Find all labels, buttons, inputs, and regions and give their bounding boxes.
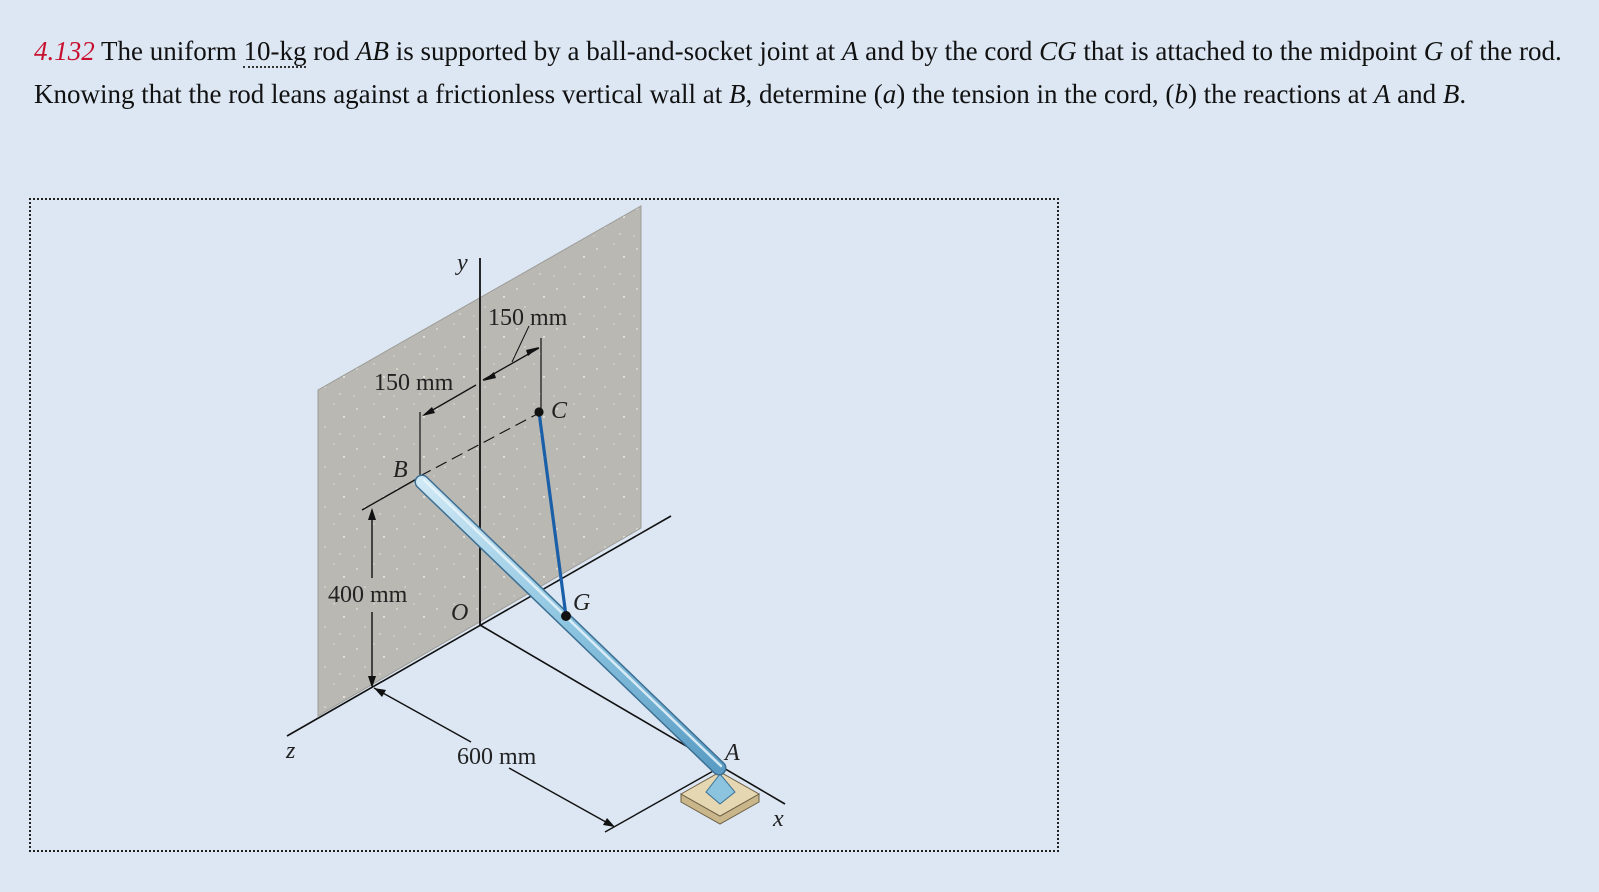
text-rod-ab: AB bbox=[355, 36, 389, 66]
dim-150-left-label: 150 mm bbox=[374, 370, 454, 396]
figure-frame: 400 mm 600 mm 150 mm 150 mm bbox=[29, 198, 1059, 852]
text-segment: . bbox=[1459, 79, 1467, 109]
text-point-b2: B bbox=[1442, 79, 1460, 109]
socket bbox=[705, 773, 736, 805]
dim-600-line-upper bbox=[373, 687, 472, 743]
dim-600-ext bbox=[604, 769, 716, 833]
text-segment: that is attached to the midpoint bbox=[1076, 36, 1424, 66]
text-segment: and bbox=[1390, 79, 1443, 109]
dim-600-line-lower bbox=[508, 767, 614, 827]
statics-figure: 400 mm 600 mm 150 mm 150 mm bbox=[285, 205, 786, 833]
point-c bbox=[534, 407, 544, 417]
text-segment: ) the reactions at bbox=[1187, 79, 1374, 109]
dim-400-arrow-top bbox=[368, 508, 376, 520]
label-b: B bbox=[393, 457, 408, 483]
text-segment: of the rod. Knowing that the rod leans a… bbox=[34, 36, 1562, 109]
text-cord-cg: CG bbox=[1039, 36, 1077, 66]
label-o: O bbox=[451, 600, 468, 626]
text-segment: rod bbox=[306, 36, 356, 66]
dim-150-top-label: 150 mm bbox=[488, 305, 568, 331]
text-segment: The uniform bbox=[101, 36, 244, 66]
rod-ab-highlight bbox=[422, 478, 723, 768]
text-segment: and by the cord bbox=[858, 36, 1040, 66]
dim-150-top-arrow-left bbox=[483, 372, 496, 381]
text-segment: , determine ( bbox=[745, 79, 883, 109]
text-point-b: B bbox=[729, 79, 746, 109]
dim-400-arrow-bottom bbox=[368, 676, 376, 688]
dim-400-ext-top bbox=[361, 476, 421, 511]
label-y: y bbox=[455, 250, 468, 276]
text-part-a: a bbox=[882, 79, 897, 109]
dim-600-arrow-right bbox=[603, 818, 615, 827]
label-z: z bbox=[285, 738, 296, 764]
problem-number: 4.132 bbox=[34, 36, 95, 66]
label-a: A bbox=[723, 740, 740, 766]
dim-600-label: 600 mm bbox=[457, 744, 537, 770]
text-point-a: A bbox=[841, 36, 859, 66]
point-g bbox=[561, 611, 571, 621]
dim-400-label: 400 mm bbox=[328, 582, 408, 608]
text-segment: is supported by a ball-and-socket joint … bbox=[388, 36, 842, 66]
text-point-a2: A bbox=[1373, 79, 1391, 109]
dim-150-top-arrow-right bbox=[526, 347, 539, 356]
problem-statement: 4.132 The uniform 10-kg rod AB is suppor… bbox=[34, 30, 1564, 116]
dim-150-top-leader bbox=[511, 325, 530, 363]
x-axis bbox=[479, 624, 786, 805]
rod-ab bbox=[416, 476, 725, 774]
label-g: G bbox=[573, 590, 590, 616]
text-part-b: b bbox=[1174, 79, 1188, 109]
cord-cg bbox=[537, 411, 568, 617]
text-segment: ) the tension in the cord, ( bbox=[896, 79, 1175, 109]
wall-base-line bbox=[286, 515, 672, 737]
label-c: C bbox=[551, 398, 568, 424]
dim-600-arrow-left bbox=[374, 688, 386, 697]
text-mass[interactable]: 10-kg bbox=[243, 36, 307, 68]
label-x: x bbox=[772, 806, 784, 832]
text-point-g: G bbox=[1423, 36, 1444, 66]
dim-150-left-arrow bbox=[422, 407, 435, 416]
dashed-b-to-c bbox=[419, 411, 542, 477]
